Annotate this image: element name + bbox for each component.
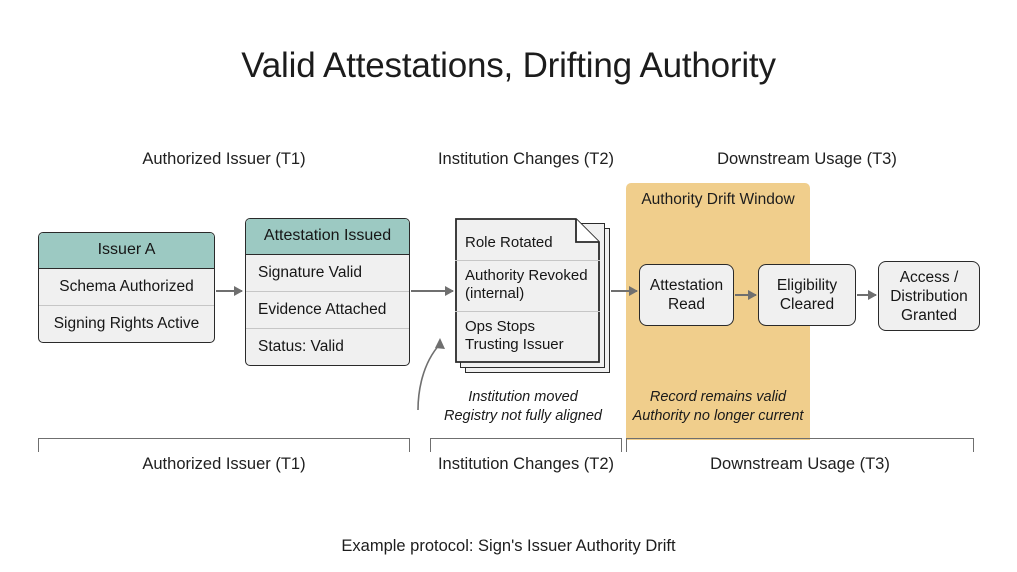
phase-header-t1: Authorized Issuer (T1) <box>142 150 306 168</box>
process-box-granted-line-b: Distribution <box>890 287 968 305</box>
arrow-read-to-cleared <box>735 290 757 300</box>
card-attestation-row-evidence: Evidence Attached <box>246 291 409 328</box>
process-box-attestation-read-line-b: Read <box>667 296 706 313</box>
card-issuer-a-row-schema: Schema Authorized <box>59 278 194 295</box>
arrow-issuer-to-attestation <box>216 286 243 296</box>
phase-footer-t1: Authorized Issuer (T1) <box>142 455 306 473</box>
note-institution-moved-line-a: Institution moved <box>468 389 578 405</box>
card-attestation-issued-header: Attestation Issued <box>246 219 409 255</box>
process-box-eligibility-cleared-text: Eligibility Cleared <box>777 276 837 314</box>
note-institution-moved-line-b: Registry not fully aligned <box>444 408 602 424</box>
arrow-document-to-attestation-read <box>611 286 638 296</box>
process-box-granted-line-a: Access / <box>899 268 959 286</box>
curved-arrow-icon <box>417 338 445 411</box>
authority-drift-window-label: Authority Drift Window <box>641 191 795 208</box>
note-institution-moved: Institution moved Registry not fully ali… <box>425 388 621 426</box>
process-box-access-distribution-granted-text: Access / Distribution Granted <box>890 268 968 325</box>
card-issuer-a-header: Issuer A <box>39 233 214 269</box>
process-box-attestation-read-line-a: Attestation <box>649 277 724 294</box>
document-row-authority-revoked: Authority Revoked (internal) <box>455 260 600 310</box>
phase-header-t2: Institution Changes (T2) <box>437 150 615 168</box>
bracket-t3 <box>626 438 974 452</box>
card-attestation-row-status: Status: Valid <box>246 328 409 365</box>
note-record-remains-valid-line-a: Record remains valid <box>649 389 787 405</box>
document-front-page: Role Rotated Authority Revoked (internal… <box>455 218 600 363</box>
card-attestation-issued: Attestation Issued Signature Valid Evide… <box>245 218 410 366</box>
document-row-role-rotated: Role Rotated <box>465 234 553 251</box>
card-issuer-a: Issuer A Schema Authorized Signing Right… <box>38 232 215 343</box>
bracket-t1 <box>38 438 410 452</box>
document-row-ops-stops-line-b: Trusting Issuer <box>465 336 564 353</box>
document-shape-icon <box>455 218 600 363</box>
footer-caption: Example protocol: Sign's Issuer Authorit… <box>341 537 676 555</box>
document-row-authority-revoked-line-a: Authority Revoked <box>465 267 588 284</box>
process-box-granted-line-c: Granted <box>900 306 957 324</box>
document-content: Role Rotated Authority Revoked (internal… <box>455 218 600 363</box>
process-box-eligibility-cleared-line-b: Cleared <box>779 296 835 313</box>
process-box-attestation-read: Attestation Read <box>639 264 734 326</box>
card-attestation-row-signature: Signature Valid <box>258 264 362 281</box>
arrow-attestation-to-document <box>411 286 454 296</box>
note-record-remains-valid-line-b: Authority no longer current <box>632 408 804 424</box>
process-box-eligibility-cleared: Eligibility Cleared <box>758 264 856 326</box>
phase-footer-t2: Institution Changes (T2) <box>437 455 615 473</box>
note-record-remains-valid: Record remains valid Authority no longer… <box>620 388 816 426</box>
bracket-t2 <box>430 438 622 452</box>
document-row-ops-stops: Ops Stops Trusting Issuer <box>455 311 600 361</box>
arrow-cleared-to-granted <box>857 290 877 300</box>
process-box-eligibility-cleared-line-a: Eligibility <box>776 277 838 294</box>
phase-footer-t3: Downstream Usage (T3) <box>710 455 890 473</box>
process-box-access-distribution-granted: Access / Distribution Granted <box>878 261 980 331</box>
document-row-authority-revoked-line-b: (internal) <box>465 285 525 302</box>
card-issuer-a-row-signing: Signing Rights Active <box>39 305 214 342</box>
phase-header-t3: Downstream Usage (T3) <box>717 150 897 168</box>
document-row-ops-stops-line-a: Ops Stops <box>465 318 536 335</box>
curved-callout-arrow <box>404 330 474 414</box>
page-title: Valid Attestations, Drifting Authority <box>241 46 776 85</box>
process-box-attestation-read-text: Attestation Read <box>650 276 723 314</box>
document-institution-changes: Role Rotated Authority Revoked (internal… <box>455 218 610 373</box>
